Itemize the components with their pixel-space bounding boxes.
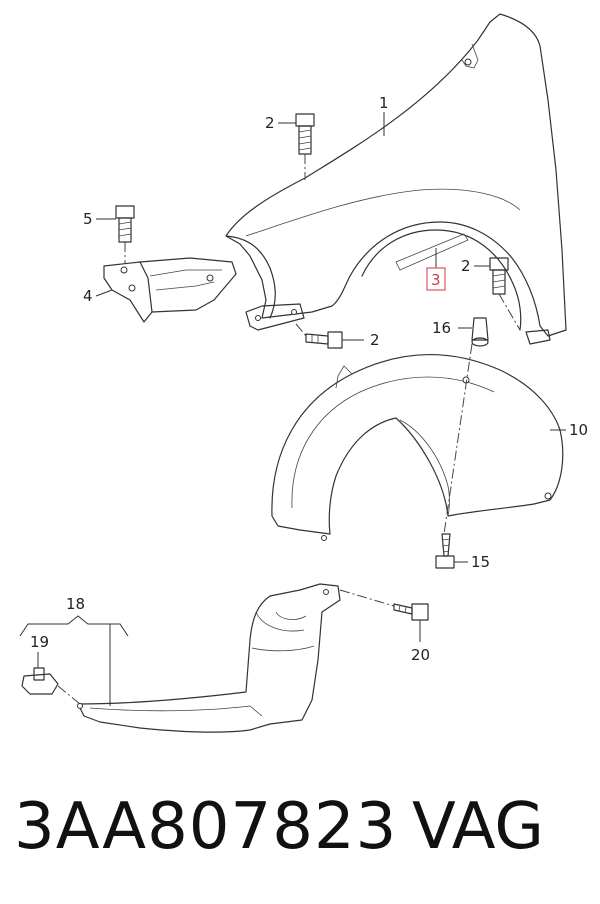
callout-18: 18 [66, 595, 85, 613]
screw-part-20 [393, 603, 429, 621]
callout-2-upper: 2 [265, 114, 275, 132]
bolt-2-lower [305, 331, 343, 349]
axis-bolt-2-lower [295, 323, 307, 337]
bolt-5 [115, 205, 135, 243]
callout-16: 16 [432, 319, 451, 337]
axis-screw-20 [339, 589, 395, 607]
speed-nut-part-19 [21, 667, 59, 695]
axis-speed-nut [57, 685, 81, 705]
callout-20: 20 [411, 646, 430, 664]
callout-2-right: 2 [461, 257, 471, 275]
highlight-box-part-3 [426, 267, 446, 291]
callout-5: 5 [83, 210, 93, 228]
bracket-part-4 [103, 257, 237, 323]
axis-clip-16 [443, 343, 473, 535]
callout-15: 15 [471, 553, 490, 571]
axis-bolt-2-right [498, 293, 521, 331]
clip-part-16 [471, 317, 489, 347]
callout-1: 1 [379, 94, 389, 112]
callout-10: 10 [569, 421, 588, 439]
screw-part-15 [435, 533, 455, 569]
bolt-2-upper [295, 113, 315, 155]
leader-18-bracket [19, 615, 129, 637]
part-number-label: 3AA807823 [14, 790, 398, 864]
bolt-2-right [489, 257, 509, 295]
wheel-housing-liner-part-10 [271, 354, 564, 541]
lower-cover-part-18 [77, 583, 341, 733]
leader-4 [95, 289, 113, 297]
callout-2-lower: 2 [370, 331, 380, 349]
brand-label: VAG [412, 790, 544, 864]
callout-19: 19 [30, 633, 49, 651]
callout-3: 3 [431, 271, 441, 289]
callout-4: 4 [83, 287, 93, 305]
fender-part [225, 13, 567, 345]
